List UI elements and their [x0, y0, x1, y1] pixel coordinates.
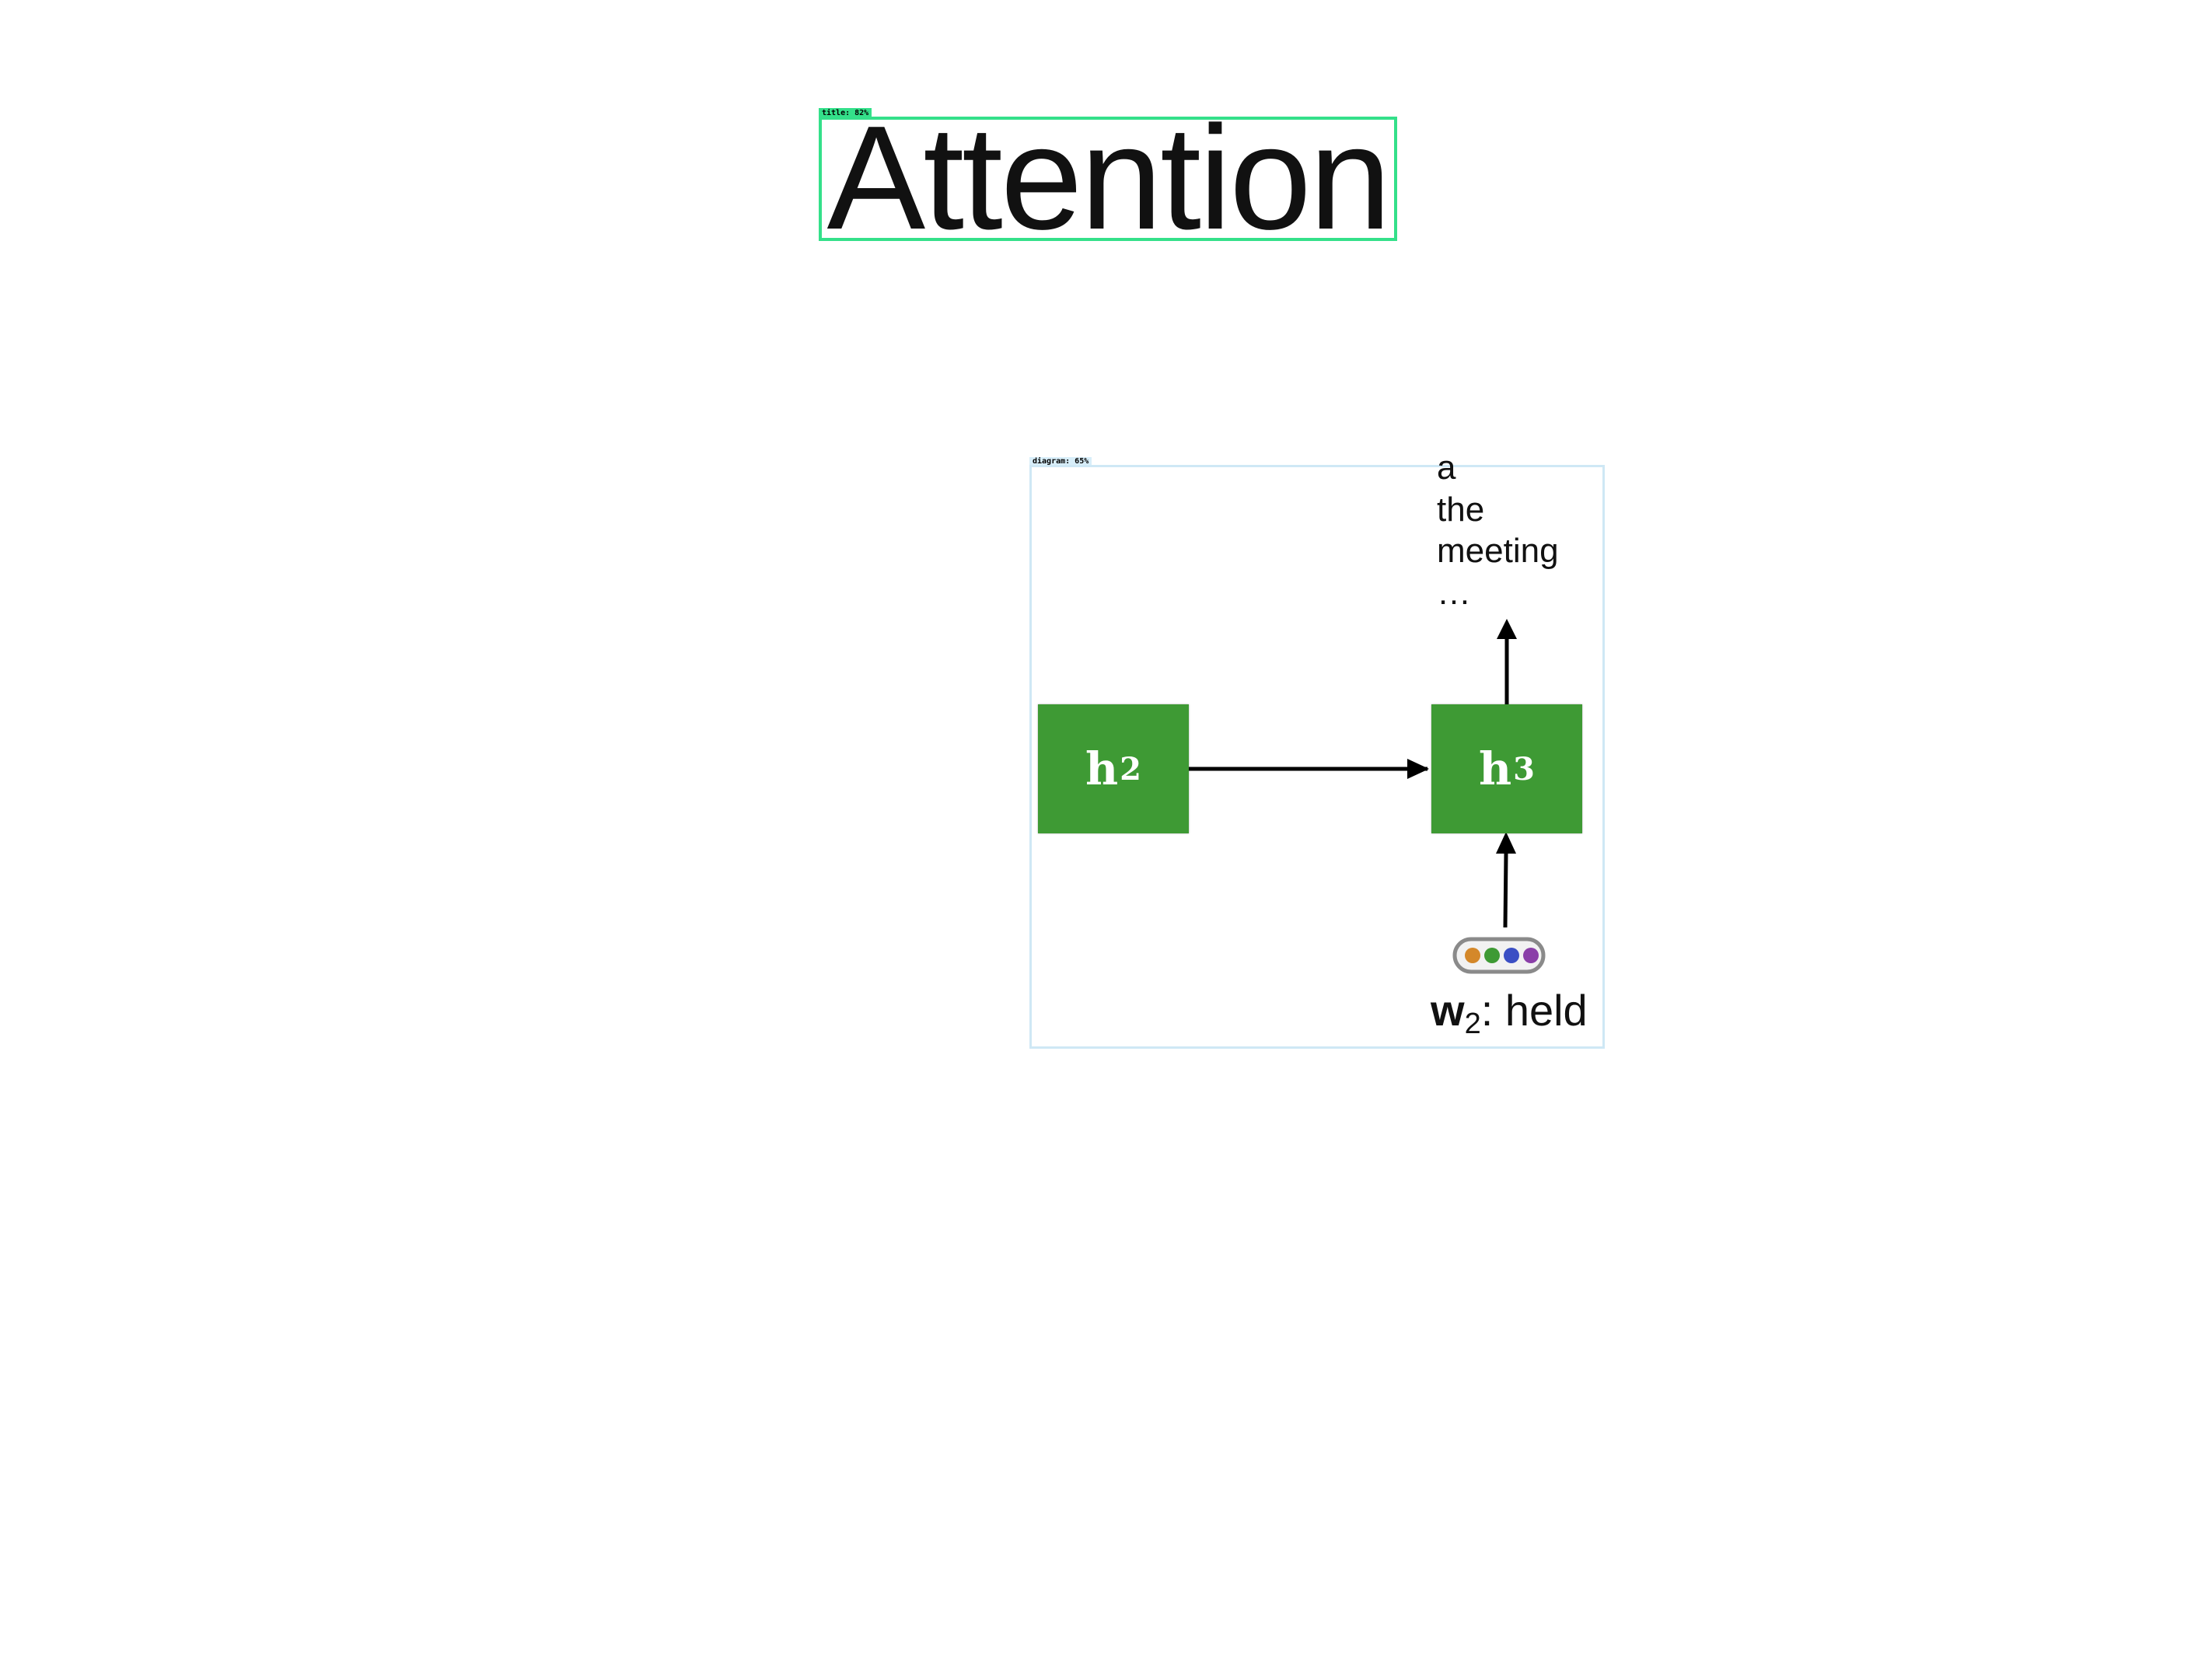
- embedding-dot-1: [1465, 948, 1480, 963]
- diagram-detection-tag: diagram: 65%: [1029, 457, 1092, 466]
- input-vector-symbol: w: [1431, 986, 1465, 1035]
- h3-label: h: [1478, 742, 1512, 795]
- arrow-input-to-h3: [1503, 853, 1508, 928]
- h3-subscript: 3: [1513, 750, 1535, 788]
- h2-subscript: 2: [1120, 750, 1141, 788]
- output-word-a: a: [1437, 449, 1456, 487]
- input-word: : held: [1480, 986, 1588, 1035]
- output-word-ellipsis: …: [1437, 574, 1471, 612]
- output-word-the: the: [1437, 491, 1485, 529]
- slide-title: Attention: [826, 96, 1392, 260]
- input-word-label: w2: held: [1431, 986, 1588, 1049]
- title-detection-tag: title: 82%: [819, 108, 872, 118]
- input-vector-subscript: 2: [1464, 1008, 1481, 1040]
- h2-label: h: [1085, 742, 1119, 795]
- embedding-dot-4: [1523, 948, 1539, 963]
- title-detection-box: [819, 117, 1397, 241]
- output-word-meeting: meeting: [1437, 532, 1559, 570]
- embedding-dot-3: [1504, 948, 1519, 963]
- diagram-detection-box: [1029, 465, 1605, 1049]
- embedding-dot-2: [1484, 948, 1500, 963]
